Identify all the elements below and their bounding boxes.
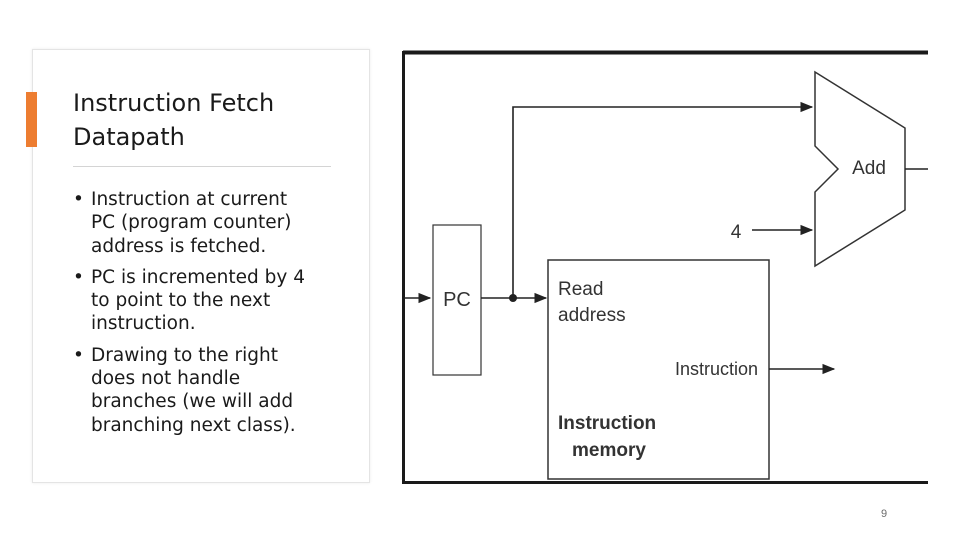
bullet-line: branching next class). (91, 414, 296, 436)
bullet-line: branches (we will add (91, 391, 294, 413)
adder-unit (814, 70, 906, 268)
bullet-line: PC (program counter) (91, 212, 292, 234)
title-accent-bar (26, 92, 37, 147)
slide-title: Instruction Fetch Datapath (73, 86, 353, 154)
adder-label: Add (852, 158, 886, 179)
pc-register (432, 224, 482, 376)
title-divider (73, 166, 331, 167)
read-address-label-line-2: address (558, 305, 626, 326)
bullet-item: Instruction at current PC (program count… (73, 188, 333, 258)
bullet-line: address is fetched. (91, 235, 267, 257)
bullet-line: to point to the next (91, 290, 271, 312)
bullet-line: does not handle (91, 368, 241, 390)
constant-four-label: 4 (731, 222, 742, 243)
pc-label: PC (443, 289, 471, 311)
read-address-label-line-1: Read (558, 279, 603, 300)
page-number: 9 (880, 508, 888, 520)
memory-label-line-2: memory (572, 440, 646, 461)
bullet-item: Drawing to the right does not handle bra… (73, 344, 333, 437)
bullet-line: PC is incremented by 4 (91, 266, 305, 288)
bullet-item: PC is incremented by 4 to point to the n… (73, 266, 333, 336)
bullet-list: Instruction at current PC (program count… (73, 188, 333, 445)
slide-title-line-1: Instruction Fetch (73, 89, 275, 117)
slide-title-line-2: Datapath (73, 123, 185, 151)
bullet-line: instruction. (91, 313, 196, 335)
memory-label-line-1: Instruction (558, 413, 656, 434)
bullet-line: Instruction at current (91, 189, 288, 210)
instruction-output-label: Instruction (675, 359, 758, 379)
datapath-diagram: PC 4 Add Read address Instruction Instru… (402, 50, 928, 484)
bullet-line: Drawing to the right (91, 344, 278, 366)
pc-to-adder-wire (512, 101, 814, 298)
